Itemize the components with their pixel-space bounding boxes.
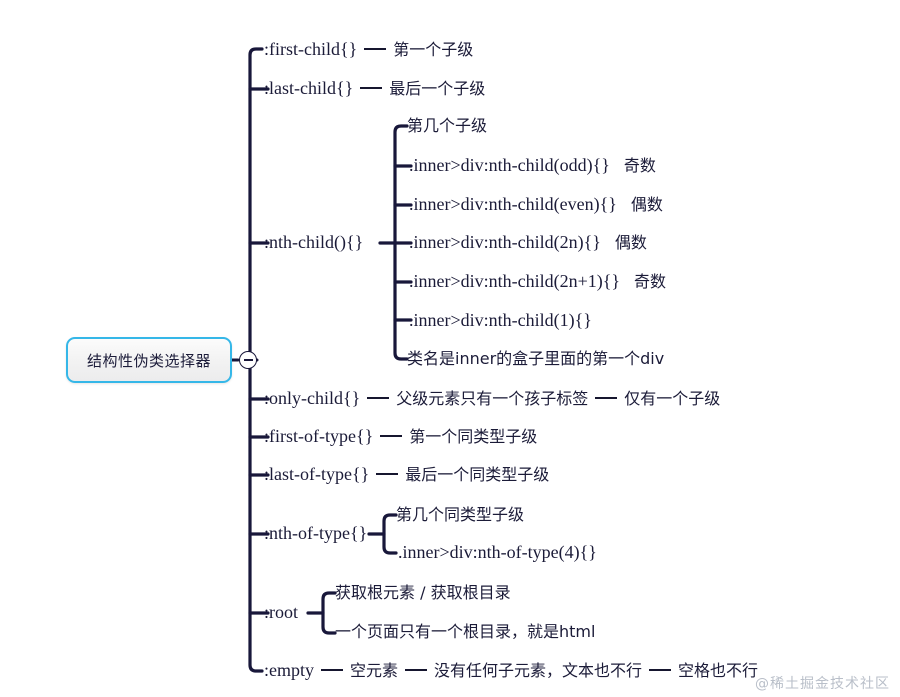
- node-selector-text: :empty: [264, 660, 314, 680]
- node-text: .inner>div:nth-child(2n+1){}: [409, 271, 621, 291]
- node-first-child[interactable]: :first-child{} 第一个子级: [264, 39, 473, 60]
- dash-connector: [367, 396, 390, 400]
- node-selector-text: :nth-child(){}: [264, 232, 364, 252]
- node-nth-of-type-desc[interactable]: 第几个同类型子级: [396, 504, 524, 525]
- node-selector-text: :first-of-type{}: [264, 426, 374, 446]
- node-text: 一个页面只有一个根目录，就是html: [335, 622, 596, 641]
- node-only-child[interactable]: :only-child{} 父级元素只有一个孩子标签 仅有一个子级: [264, 388, 720, 409]
- node-text: .inner>div:nth-child(1){}: [409, 310, 592, 330]
- node-text: 获取根元素 / 获取根目录: [335, 583, 511, 602]
- node-nth-child-1-desc[interactable]: 类名是inner的盒子里面的第一个div: [407, 348, 664, 369]
- node-nth-child-odd[interactable]: .inner>div:nth-child(odd){} 奇数: [409, 155, 656, 176]
- dash-connector: [376, 472, 399, 476]
- node-first-of-type[interactable]: :first-of-type{} 第一个同类型子级: [264, 426, 537, 447]
- node-note-text: 第一个子级: [393, 40, 474, 59]
- node-note-text-3: 空格也不行: [678, 661, 759, 680]
- node-nth-of-type-4[interactable]: .inner>div:nth-of-type(4){}: [398, 542, 597, 562]
- node-note-text: 偶数: [630, 195, 663, 214]
- node-note-text: 空元素: [350, 661, 399, 680]
- node-nth-child-even[interactable]: .inner>div:nth-child(even){} 偶数: [409, 194, 663, 215]
- dash-connector: [364, 47, 387, 51]
- node-nth-child-2n[interactable]: .inner>div:nth-child(2n){} 偶数: [409, 232, 647, 253]
- node-note-text: 第一个同类型子级: [409, 427, 538, 446]
- node-note-text-2: 仅有一个子级: [624, 389, 721, 408]
- node-selector-text: :nth-of-type{}: [264, 523, 368, 543]
- node-root-selector[interactable]: :root: [264, 602, 298, 622]
- minus-glyph: [243, 359, 253, 361]
- node-note-text: 父级元素只有一个孩子标签: [396, 389, 589, 408]
- node-text: .inner>div:nth-child(2n){}: [409, 232, 601, 252]
- dash-connector: [405, 668, 428, 672]
- dash-connector: [380, 434, 403, 438]
- watermark: @稀土掘金技术社区: [755, 676, 890, 692]
- node-root-desc-1[interactable]: 获取根元素 / 获取根目录: [335, 582, 511, 603]
- root-node-label: 结构性伪类选择器: [86, 351, 211, 370]
- node-note-text: 奇数: [634, 272, 667, 291]
- node-selector-text: :root: [264, 602, 298, 622]
- node-selector-text: :only-child{}: [264, 388, 361, 408]
- node-text: .inner>div:nth-child(odd){}: [409, 155, 610, 175]
- dash-connector: [649, 668, 672, 672]
- node-text: 类名是inner的盒子里面的第一个div: [407, 349, 665, 368]
- dash-connector: [595, 396, 618, 400]
- node-note-text: 偶数: [614, 233, 647, 252]
- node-selector-text: :last-child{}: [264, 78, 354, 98]
- node-note-text: 奇数: [623, 156, 656, 175]
- node-selector-text: :last-of-type{}: [264, 464, 370, 484]
- root-node[interactable]: 结构性伪类选择器: [66, 337, 232, 383]
- node-nth-child[interactable]: :nth-child(){}: [264, 232, 363, 252]
- node-nth-child-2n1[interactable]: .inner>div:nth-child(2n+1){} 奇数: [409, 271, 666, 292]
- node-text: .inner>div:nth-of-type(4){}: [398, 542, 597, 562]
- node-nth-child-1[interactable]: .inner>div:nth-child(1){}: [409, 310, 592, 330]
- node-nth-child-desc[interactable]: 第几个子级: [407, 115, 487, 136]
- node-root-desc-2[interactable]: 一个页面只有一个根目录，就是html: [335, 621, 595, 642]
- node-note-text: 最后一个子级: [389, 79, 486, 98]
- node-last-child[interactable]: :last-child{} 最后一个子级: [264, 78, 485, 99]
- collapse-toggle-icon[interactable]: [239, 351, 257, 369]
- dash-connector: [321, 668, 343, 672]
- node-selector-text: :first-child{}: [264, 39, 358, 59]
- node-empty[interactable]: :empty 空元素 没有任何子元素，文本也不行 空格也不行: [264, 660, 758, 681]
- node-note-text: 最后一个同类型子级: [405, 465, 550, 484]
- node-text: 第几个子级: [407, 116, 488, 135]
- node-nth-of-type[interactable]: :nth-of-type{}: [264, 523, 367, 543]
- node-text: .inner>div:nth-child(even){}: [409, 194, 617, 214]
- node-note-text-2: 没有任何子元素，文本也不行: [434, 661, 643, 680]
- dash-connector: [360, 86, 383, 90]
- node-last-of-type[interactable]: :last-of-type{} 最后一个同类型子级: [264, 464, 549, 485]
- node-text: 第几个同类型子级: [396, 505, 525, 524]
